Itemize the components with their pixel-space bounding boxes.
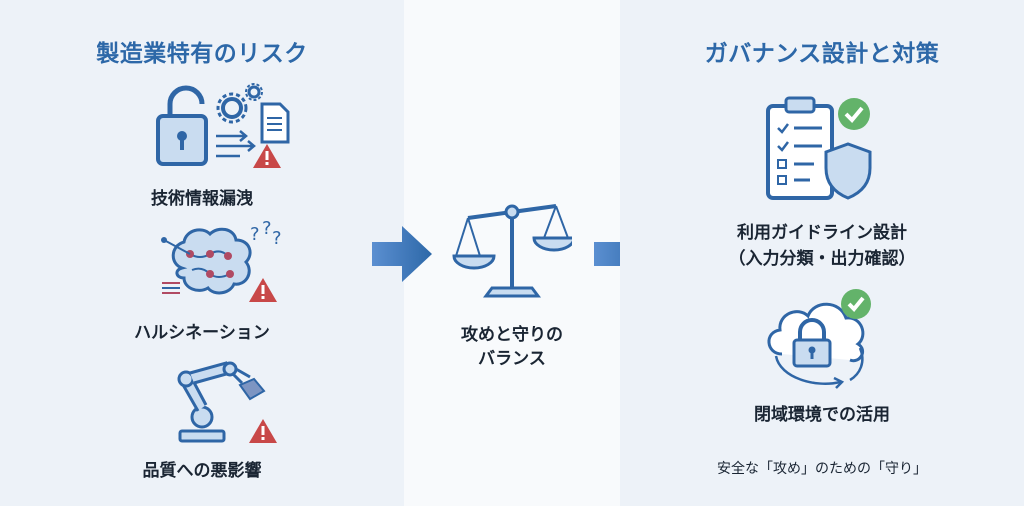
measure-label-guideline-line1: 利用ガイドライン設計	[737, 223, 907, 243]
cloud-lock-icon	[767, 289, 871, 389]
robot-arm-icon	[177, 361, 277, 443]
risk-label-tech-leak: 技術情報漏洩	[151, 189, 253, 209]
svg-text:?: ?	[250, 224, 260, 245]
svg-text:?: ?	[262, 220, 272, 239]
balance-scale-icon	[452, 204, 572, 298]
right-panel-title: ガバナンス設計と対策	[704, 41, 940, 67]
left-panel-title: 製造業特有のリスク	[96, 41, 308, 67]
measure-label-guideline-line2: （入力分類・出力確認）	[728, 249, 916, 269]
svg-text:?: ?	[272, 228, 282, 249]
measure-label-closed-env: 閉域環境での活用	[754, 405, 890, 425]
risk-label-quality: 品質への悪影響	[142, 461, 262, 481]
risk-label-hallucination: ハルシネーション	[134, 323, 270, 343]
arrow-right-icon	[372, 226, 432, 282]
clipboard-shield-icon	[766, 96, 872, 200]
brain-hallucination-icon: ? ? ?	[161, 220, 282, 302]
center-label-line2: バランス	[478, 349, 546, 369]
data-leak-icon	[156, 83, 290, 168]
right-panel-governance: ガバナンス設計と対策 利用ガイドライン設計 （入力分類・出力確認） 閉域環境での…	[620, 0, 1024, 506]
bottom-caption: 安全な「攻め」のための「守り」	[717, 461, 927, 477]
center-label-line1: 攻めと守りの	[461, 325, 563, 345]
left-panel-risks: 製造業特有のリスク 技術情報漏洩	[0, 0, 404, 506]
